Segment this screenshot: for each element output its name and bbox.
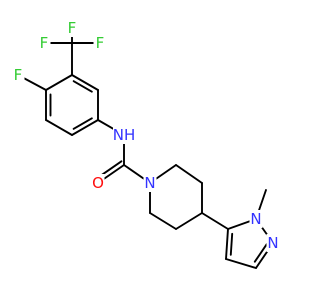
atom-label-nh: NH xyxy=(113,126,136,144)
bond-a3-a4 xyxy=(45,119,73,136)
double-bond-a6-a1-inner xyxy=(72,80,93,93)
atom-label-background xyxy=(266,234,280,252)
atom-label-background xyxy=(65,19,79,37)
atom-label-n-pip: N xyxy=(143,174,157,192)
atom-symbol: N xyxy=(267,234,278,252)
bonds-layer xyxy=(17,27,274,269)
bond-a1-a2 xyxy=(45,74,73,91)
atom-symbol: F xyxy=(96,34,105,52)
atom-label-o: O xyxy=(91,174,105,192)
atom-symbol: F xyxy=(40,34,49,52)
bond-p4-z5 xyxy=(201,212,229,230)
atom-symbol: NH xyxy=(113,126,136,144)
bond-p5-p6 xyxy=(175,164,203,184)
atom-label-background xyxy=(143,174,157,192)
bond-p2-p3 xyxy=(149,212,177,230)
atom-label-background xyxy=(37,34,51,52)
atom-symbol: O xyxy=(92,174,104,192)
double-bond-z5-z4 xyxy=(225,228,229,260)
atom-label-f-left: F xyxy=(37,34,51,52)
double-bond-z3-n_pyr2-inner xyxy=(253,243,268,263)
atom-label-background xyxy=(11,66,25,84)
double-bond-a4-a5 xyxy=(71,119,99,136)
bond-z4-z3 xyxy=(225,258,257,269)
atom-symbol: N xyxy=(250,210,261,228)
atom-symbol: F xyxy=(14,66,23,84)
atom-label-f-ring: F xyxy=(11,66,25,84)
double-bond-z5-z4-inner xyxy=(229,232,234,256)
atom-label-f-top: F xyxy=(65,19,79,37)
double-bond-a4-a5-inner xyxy=(72,117,93,130)
atom-label-f-right: F xyxy=(93,34,107,52)
atom-label-background xyxy=(249,210,263,228)
atom-label-background xyxy=(91,174,105,192)
atom-label-background xyxy=(93,34,107,52)
atom-symbol: F xyxy=(68,19,77,37)
atom-label-n-pyr2: N xyxy=(266,234,280,252)
atom-symbol: N xyxy=(144,174,155,192)
double-bond-a6-a1 xyxy=(71,74,99,91)
atom-label-n-pyr1: N xyxy=(249,210,263,228)
atom-label-background xyxy=(113,126,135,144)
bond-p3-p4 xyxy=(175,212,203,230)
